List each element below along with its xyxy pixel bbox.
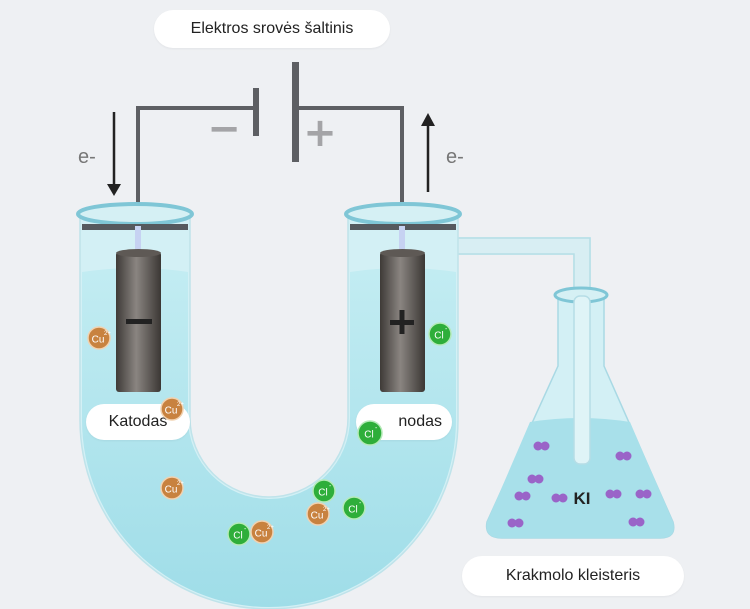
- copper-ion: Cu 2+: [250, 520, 274, 544]
- anode-connector: [399, 226, 405, 256]
- electron-label-left: e-: [78, 146, 96, 168]
- battery-positive-sign: +: [303, 110, 337, 156]
- flask-content-label: KI: [574, 489, 591, 508]
- svg-text:-: -: [359, 500, 362, 507]
- svg-text:-: -: [329, 483, 332, 490]
- flask-solution: [486, 418, 674, 538]
- battery-negative-sign: −: [207, 106, 241, 152]
- svg-text:Cl: Cl: [434, 331, 443, 342]
- svg-text:Cu: Cu: [165, 485, 178, 496]
- left-tube-rim: [76, 202, 194, 226]
- svg-text:Cl: Cl: [318, 488, 327, 499]
- anode-plus-sign-icon-vertical: [399, 310, 405, 334]
- svg-text:2+: 2+: [267, 525, 274, 531]
- battery-positive-plate: [292, 62, 299, 162]
- molecule: [533, 441, 550, 451]
- electron-arrow-up-head-icon: [421, 113, 435, 126]
- cathode-top: [116, 249, 161, 257]
- power-source-label: Elektros srovės šaltinis: [154, 10, 390, 48]
- u-tube-solution: [82, 268, 456, 607]
- battery-negative-plate: [253, 88, 259, 136]
- cathode-minus-sign-icon: [126, 319, 152, 324]
- molecule: [635, 489, 652, 499]
- delivery-tube-outline: [456, 237, 591, 296]
- anode-top: [380, 249, 425, 257]
- molecule: [507, 518, 524, 528]
- svg-text:2+: 2+: [104, 331, 111, 337]
- iodide-molecules: [507, 441, 652, 528]
- molecule: [527, 474, 544, 484]
- svg-text:2+: 2+: [177, 481, 184, 487]
- svg-text:-: -: [244, 526, 247, 533]
- delivery-tube: [456, 237, 591, 296]
- flask-inner-tube: [573, 295, 591, 465]
- copper-ion: Cu 2+: [306, 502, 330, 526]
- wire-left: [136, 106, 256, 228]
- chloride-ion: Cl -: [312, 479, 336, 503]
- wire-right: [298, 106, 404, 228]
- cathode-label: Katodas: [86, 404, 190, 440]
- electron-arrow-down-head-icon: [107, 184, 121, 196]
- svg-text:Cu: Cu: [255, 529, 268, 540]
- chloride-ion: Cl -: [227, 522, 251, 546]
- anode-label: nodas: [356, 404, 452, 440]
- molecule: [615, 451, 632, 461]
- chloride-ion: Cl -: [428, 322, 452, 346]
- molecule: [551, 493, 568, 503]
- chloride-ion: Cl -: [342, 496, 366, 520]
- svg-text:2+: 2+: [323, 507, 330, 513]
- cathode-connector: [135, 226, 141, 256]
- svg-text:Cl: Cl: [233, 531, 242, 542]
- right-tube-rim: [344, 202, 462, 226]
- flask-label: Krakmolo kleisteris: [462, 556, 684, 596]
- molecule: [514, 491, 531, 501]
- molecule: [628, 517, 645, 527]
- copper-ion: Cu 2+: [87, 326, 111, 350]
- copper-ion: Cu 2+: [160, 476, 184, 500]
- svg-text:Cu: Cu: [311, 511, 324, 522]
- svg-text:-: -: [445, 326, 448, 333]
- svg-text:Cl: Cl: [348, 505, 357, 516]
- molecule: [605, 489, 622, 499]
- electron-label-right: e-: [446, 146, 464, 168]
- svg-text:Cu: Cu: [92, 335, 105, 346]
